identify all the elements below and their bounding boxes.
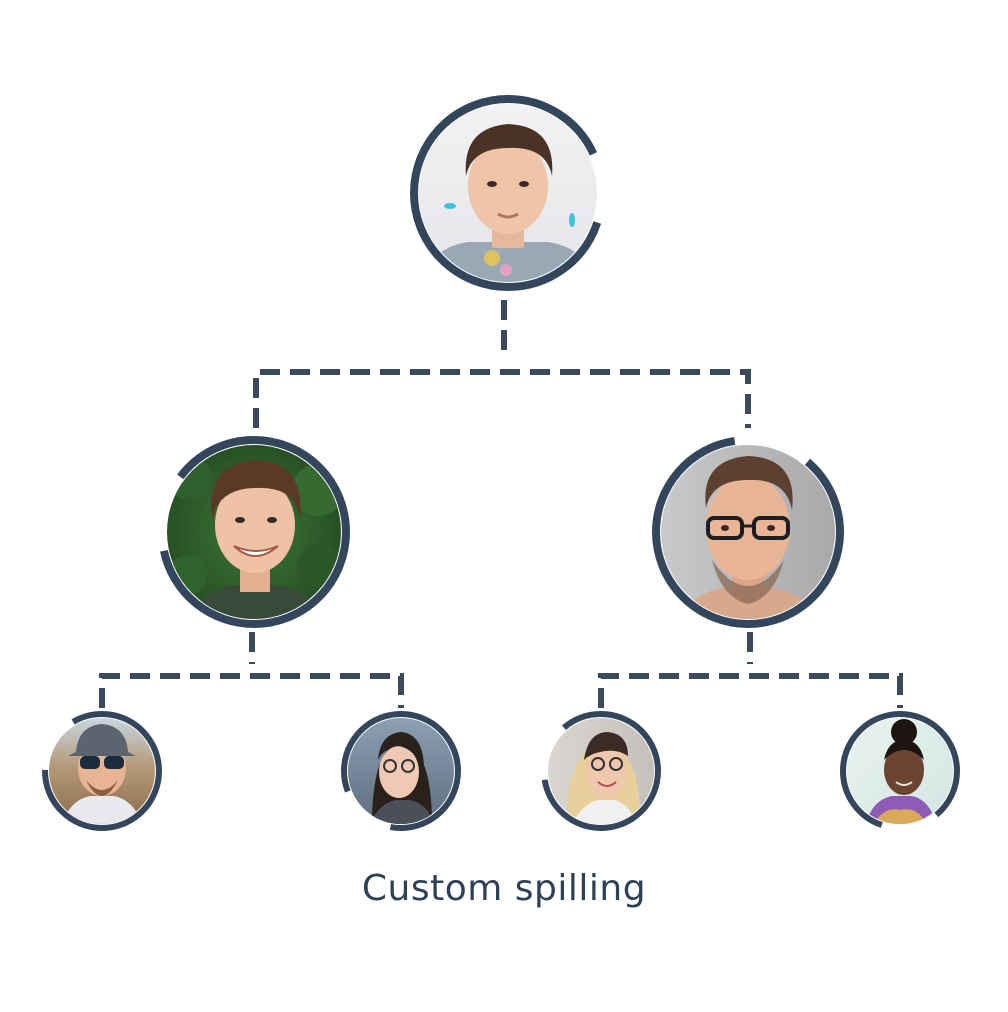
avatar-leaf-right-2 [847, 718, 953, 824]
node-root[interactable] [410, 95, 606, 291]
connector-right-to-leaves [598, 632, 903, 708]
avatar-level1-right [661, 445, 835, 619]
avatar-leaf-left-2 [348, 718, 454, 824]
ring-leaf-right-2 [840, 711, 960, 831]
ring-leaf-right-1 [541, 711, 661, 831]
avatar-level1-left [167, 445, 341, 619]
node-level1-left[interactable] [158, 436, 350, 628]
node-leaf-right-2[interactable] [840, 711, 960, 831]
ring-root [410, 95, 606, 291]
ring-level1-right [652, 436, 844, 628]
diagram-caption: Custom spilling [361, 868, 647, 909]
ring-leaf-left-1 [42, 711, 162, 831]
connector-left-to-leaves [99, 632, 404, 708]
node-leaf-left-2[interactable] [341, 711, 461, 831]
ring-level1-left [158, 436, 350, 628]
connector-root-to-level1 [253, 300, 751, 428]
avatar-root [419, 104, 597, 282]
avatar-leaf-right-1 [548, 718, 654, 824]
node-leaf-right-1[interactable] [541, 711, 661, 831]
connector-lines [99, 300, 903, 708]
ring-leaf-left-2 [341, 711, 461, 831]
avatar-leaf-left-1 [49, 718, 155, 824]
node-level1-right[interactable] [652, 436, 844, 628]
node-leaf-left-1[interactable] [42, 711, 162, 831]
